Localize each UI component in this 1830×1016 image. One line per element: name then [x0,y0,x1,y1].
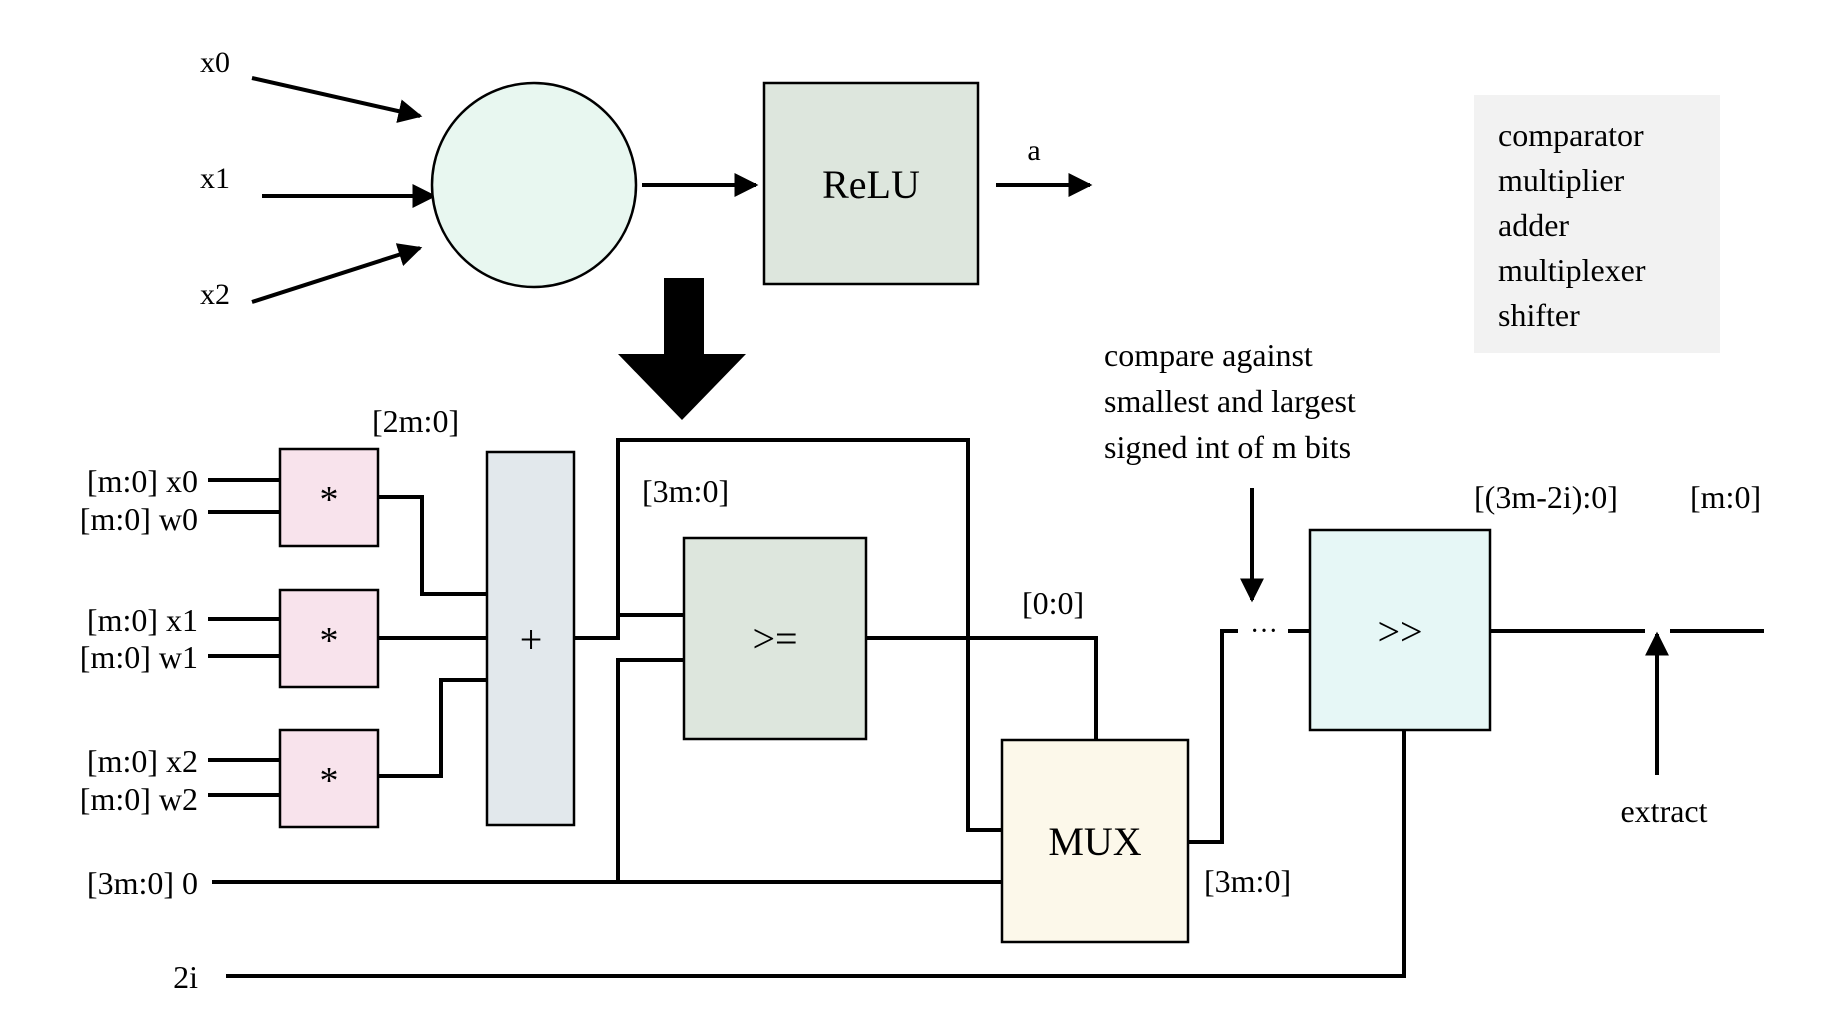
multiplier-block-2 [278,728,380,829]
neuron-circle [430,81,638,289]
circuit-input-x1: [m:0] x1 [87,602,198,638]
compare-note-line-1: compare against [1104,337,1313,373]
compare-note-line-3: signed int of m bits [1104,429,1351,465]
circuit-input-x2: [m:0] x2 [87,743,198,779]
mux-block [1000,738,1190,944]
output-label-a: a [1027,134,1040,167]
circuit-input-w2: [m:0] w2 [80,781,198,817]
comparator-block [682,536,868,741]
circuit-input-2i: 2i [173,959,198,995]
circuit-wires [208,438,1764,978]
neuron-input-x0: x0 [200,46,230,79]
multiplier-block-0 [278,447,380,548]
bus-label-compare-out: [0:0] [1022,585,1084,621]
bus-label-adder-out: [3m:0] [642,473,729,509]
mux-label: MUX [1048,819,1141,864]
arrow-x2 [251,243,423,304]
big-down-arrow [618,278,746,420]
multiplier-block-1 [278,588,380,689]
bus-label-mux-out: [3m:0] [1204,863,1291,899]
adder-symbol: + [520,617,543,662]
comparator-symbol: >= [752,616,797,661]
legend-comparator: comparator [1498,117,1644,153]
legend-multiplexer: multiplexer [1498,252,1646,288]
legend-box [1474,95,1720,353]
circuit-input-zero: [3m:0] 0 [87,865,198,901]
multiplier-symbol-1: * [320,620,339,662]
neuron-input-x1: x1 [200,162,230,195]
neuron-input-x2: x2 [200,278,230,311]
shifter-block [1308,528,1492,732]
legend-adder: adder [1498,207,1569,243]
extract-label: extract [1620,793,1707,829]
relu-box [762,81,980,286]
bus-label-shift-out: [(3m-2i):0] [1474,479,1618,515]
ellipsis: ··· [1250,616,1278,647]
arrow-x0 [251,76,423,123]
circuit-input-w1: [m:0] w1 [80,639,198,675]
legend-shifter: shifter [1498,297,1580,333]
shifter-symbol: >> [1377,609,1422,654]
legend-multiplier: multiplier [1498,162,1625,198]
bus-label-final: [m:0] [1690,479,1761,515]
multiplier-symbol-0: * [320,479,339,521]
compare-note-line-2: smallest and largest [1104,383,1356,419]
bus-label-adder-in: [2m:0] [372,403,459,439]
circuit-input-x0: [m:0] x0 [87,463,198,499]
adder-block [485,450,576,827]
multiplier-symbol-2: * [320,760,339,802]
relu-label: ReLU [822,162,920,207]
circuit-input-w0: [m:0] w0 [80,501,198,537]
